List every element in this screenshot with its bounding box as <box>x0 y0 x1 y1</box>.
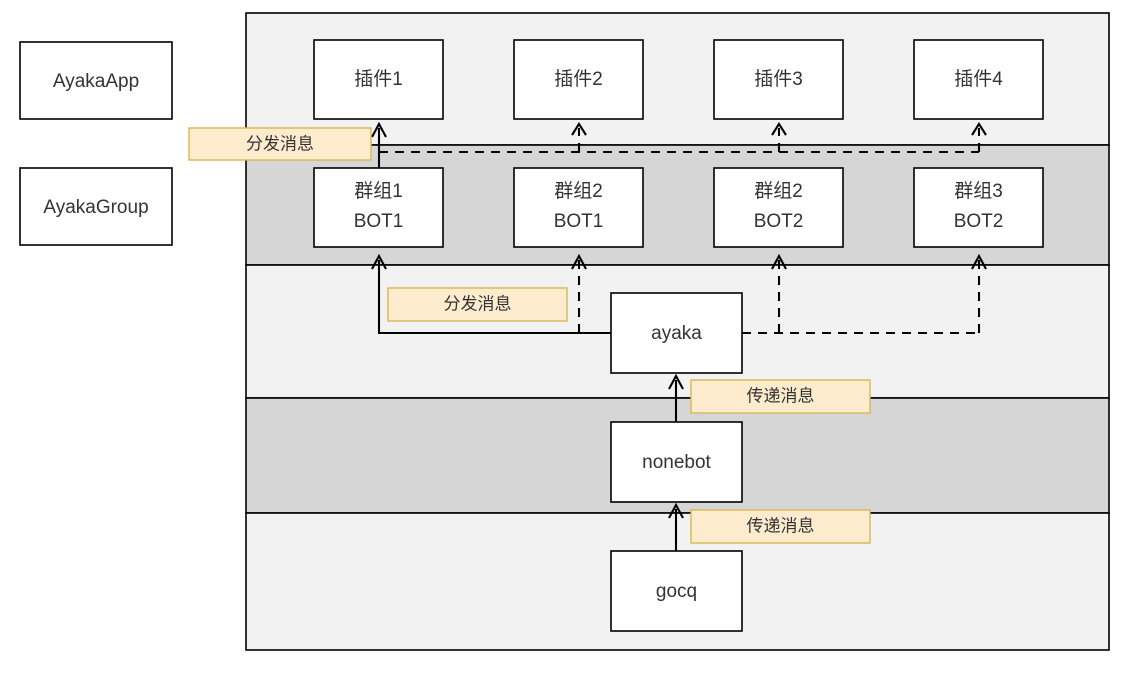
node-ayaka-box[interactable] <box>610 292 743 374</box>
note-relay-upper-box[interactable] <box>690 379 871 414</box>
arrowhead-plugin2 <box>571 122 587 136</box>
node-gocq-box[interactable] <box>610 550 743 632</box>
arrowhead-group2 <box>571 253 587 270</box>
node-group-4-label-line2: BOT2 <box>954 211 1004 232</box>
node-plugin-3-box[interactable] <box>713 39 844 120</box>
plugin-row: 插件1 插件2 插件3 插件4 <box>313 39 1044 120</box>
node-group-4[interactable]: 群组3 BOT2 <box>913 167 1044 248</box>
arrowhead-plugin3 <box>771 122 787 136</box>
legend-ayakagroup[interactable]: AyakaGroup <box>19 167 173 246</box>
arrowhead-plugin4 <box>971 122 987 136</box>
node-plugin-3[interactable]: 插件3 <box>713 39 844 120</box>
legend-ayakagroup-label: AyakaGroup <box>43 197 148 218</box>
legend-ayakaapp[interactable]: AyakaApp <box>19 41 173 120</box>
note-dispatch-mid-label: 分发消息 <box>444 294 512 313</box>
node-ayaka-label: ayaka <box>651 323 702 344</box>
node-group-3-box[interactable] <box>713 167 844 248</box>
node-plugin-2[interactable]: 插件2 <box>513 39 644 120</box>
node-plugin-4-box[interactable] <box>913 39 1044 120</box>
node-group-1-box[interactable] <box>313 167 444 248</box>
note-relay-lower[interactable]: 传递消息 <box>690 509 871 544</box>
node-group-3-label-line1: 群组2 <box>754 180 803 202</box>
note-relay-upper[interactable]: 传递消息 <box>690 379 871 414</box>
note-dispatch-mid-box[interactable] <box>387 287 568 322</box>
node-group-4-box[interactable] <box>913 167 1044 248</box>
arrowhead-nonebot <box>668 502 684 519</box>
node-group-1-label-line1: 群组1 <box>354 180 403 202</box>
legend-ayakagroup-box[interactable] <box>19 167 173 246</box>
node-group-1[interactable]: 群组1 BOT1 <box>313 167 444 248</box>
node-nonebot-box[interactable] <box>610 421 743 503</box>
node-group-2-label-line1: 群组2 <box>554 180 603 202</box>
legend-group: AyakaApp AyakaGroup <box>19 41 173 246</box>
note-relay-lower-label: 传递消息 <box>747 516 815 535</box>
arrowhead-group3 <box>771 253 787 270</box>
node-nonebot-label: nonebot <box>642 452 711 473</box>
notes: 分发消息 分发消息 传递消息 传递消息 <box>188 127 871 544</box>
node-group-3[interactable]: 群组2 BOT2 <box>713 167 844 248</box>
node-plugin-3-label: 插件3 <box>754 68 803 90</box>
node-plugin-2-label: 插件2 <box>554 68 603 90</box>
node-group-2-label-line2: BOT1 <box>554 211 604 232</box>
group-row: 群组1 BOT1 群组2 BOT1 群组2 BOT2 群组3 BOT2 <box>313 167 1044 248</box>
note-dispatch-top-label: 分发消息 <box>246 134 314 153</box>
node-plugin-1-box[interactable] <box>313 39 444 120</box>
note-dispatch-top-box[interactable] <box>188 127 372 161</box>
node-gocq[interactable]: gocq <box>610 550 743 632</box>
note-relay-upper-label: 传递消息 <box>747 386 815 405</box>
arrowhead-group1 <box>371 253 387 270</box>
note-dispatch-top[interactable]: 分发消息 <box>188 127 372 161</box>
node-group-1-label-line2: BOT1 <box>354 211 404 232</box>
node-plugin-4-label: 插件4 <box>954 68 1003 90</box>
legend-ayakaapp-box[interactable] <box>19 41 173 120</box>
arrowhead-ayaka <box>668 373 684 390</box>
edges <box>371 121 987 551</box>
node-group-2[interactable]: 群组2 BOT1 <box>513 167 644 248</box>
node-plugin-2-box[interactable] <box>513 39 644 120</box>
edge-ayaka-to-group1 <box>377 260 611 335</box>
note-relay-lower-box[interactable] <box>690 509 871 544</box>
arrowhead-plugin1 <box>371 121 387 138</box>
node-group-2-box[interactable] <box>513 167 644 248</box>
node-plugin-1-label: 插件1 <box>354 68 403 90</box>
node-group-3-label-line2: BOT2 <box>754 211 804 232</box>
note-dispatch-mid[interactable]: 分发消息 <box>387 287 568 322</box>
node-ayaka[interactable]: ayaka <box>610 292 743 374</box>
arrowhead-group4 <box>971 253 987 270</box>
node-nonebot[interactable]: nonebot <box>610 421 743 503</box>
service-column: ayaka nonebot gocq <box>610 292 743 632</box>
node-gocq-label: gocq <box>656 581 697 602</box>
legend-ayakaapp-label: AyakaApp <box>53 71 139 92</box>
node-group-4-label-line1: 群组3 <box>954 180 1003 202</box>
node-plugin-4[interactable]: 插件4 <box>913 39 1044 120</box>
node-plugin-1[interactable]: 插件1 <box>313 39 444 120</box>
